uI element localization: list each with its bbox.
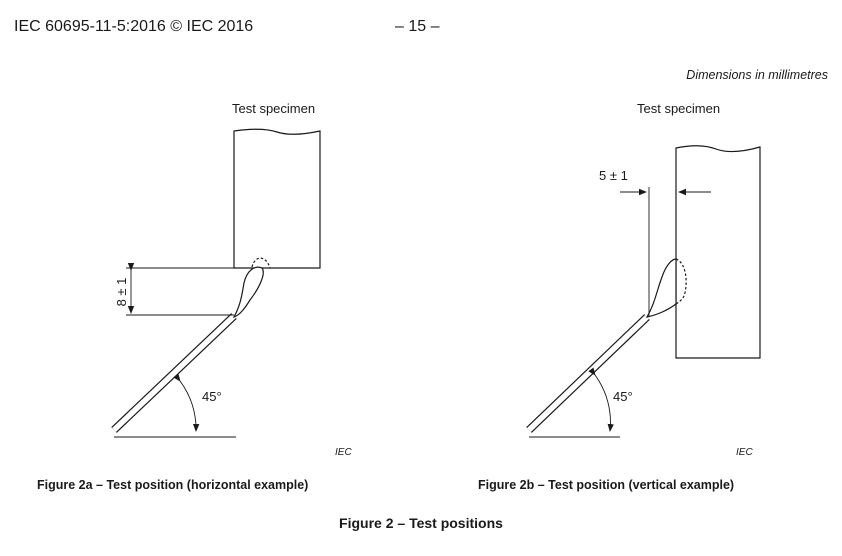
iec-mark-a: IEC [335, 447, 352, 458]
specimen-label-b: Test specimen [637, 101, 721, 116]
angle-arc-b [588, 367, 614, 432]
angle-arc-a [173, 373, 200, 432]
figure-2a-drawing [111, 128, 321, 438]
specimen-label-a: Test specimen [232, 101, 316, 116]
specimen-b [675, 145, 761, 359]
document-header: IEC 60695-11-5:2016 © IEC 2016 [14, 18, 254, 35]
flame-hidden-a [251, 257, 271, 269]
angle-label-b: 45° [613, 389, 633, 404]
page-number: – 15 – [395, 18, 440, 35]
figure-caption: Figure 2 – Test positions [339, 515, 503, 531]
figure-2b-drawing [526, 145, 761, 438]
units-note: Dimensions in millimetres [686, 68, 828, 82]
flame-b [645, 258, 677, 318]
caption-figure-2a: Figure 2a – Test position (horizontal ex… [37, 478, 309, 492]
iec-mark-b: IEC [736, 447, 753, 458]
angle-label-a: 45° [202, 389, 222, 404]
flame-a [232, 266, 264, 319]
dimension-label-a: 8 ± 1 [114, 278, 129, 307]
specimen-a [233, 128, 321, 269]
flame-hidden-b [675, 258, 687, 305]
dimension-label-b: 5 ± 1 [599, 168, 628, 183]
caption-figure-2b: Figure 2b – Test position (vertical exam… [478, 478, 735, 492]
